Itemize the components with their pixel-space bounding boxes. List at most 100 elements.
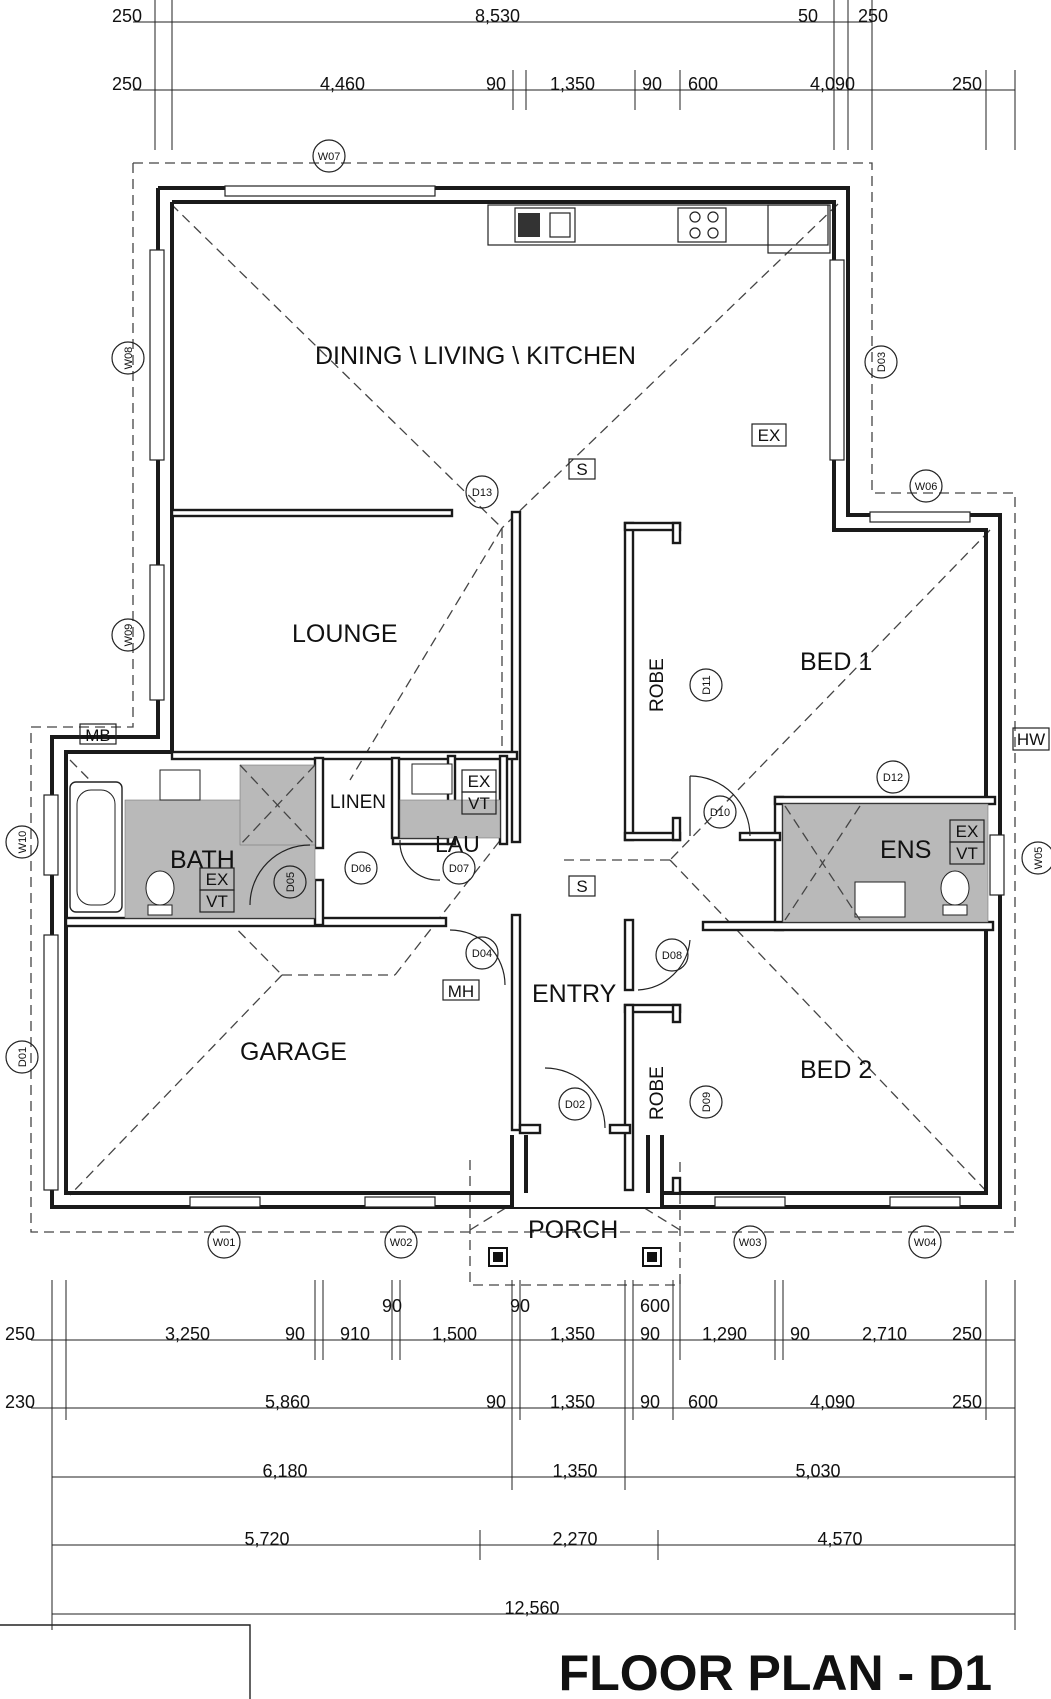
external-walls [50, 186, 1002, 1209]
tag-w09: W09 [123, 624, 135, 647]
tag-w01: W01 [213, 1237, 236, 1249]
dim-b1-3: 910 [340, 1324, 370, 1344]
dim-b2-3: 1,350 [550, 1392, 595, 1412]
room-dining-living-kitchen: DINING \ LIVING \ KITCHEN [315, 342, 636, 370]
dim-b1-0: 250 [5, 1324, 35, 1344]
dim-top2-7: 250 [952, 74, 982, 94]
wet-area-tiles [69, 763, 989, 923]
opening-tags: W07 W08 W09 W10 D01 W01 W02 W03 W04 W05 … [5, 139, 1051, 1259]
dim-top2-5: 600 [688, 74, 718, 94]
dim-b3-1: 1,350 [552, 1461, 597, 1481]
mh-label: MH [448, 982, 474, 1001]
dim-b4-1: 2,270 [552, 1529, 597, 1549]
dim-b2-7: 250 [952, 1392, 982, 1412]
dimensions-top: 250 8,530 50 250 250 4,460 90 1,350 90 6… [112, 0, 1016, 150]
room-porch: PORCH [528, 1216, 618, 1244]
room-garage: GARAGE [240, 1038, 347, 1066]
dim-top2-1: 4,460 [320, 74, 365, 94]
dim-b2-0: 230 [5, 1392, 35, 1412]
tag-w08: W08 [123, 347, 135, 370]
tag-d01: D01 [17, 1047, 29, 1067]
room-bed-2: BED 2 [800, 1056, 872, 1084]
dim-b3-0: 6,180 [262, 1461, 307, 1481]
room-robe-2: ROBE [647, 1066, 668, 1120]
dim-b2-2: 90 [486, 1392, 506, 1412]
dim-b3-2: 5,030 [795, 1461, 840, 1481]
dim-top1-0: 250 [112, 6, 142, 26]
tag-w03: W03 [739, 1237, 762, 1249]
tag-d08: D08 [662, 950, 682, 962]
tag-d05: D05 [285, 872, 297, 892]
tag-d07: D07 [449, 863, 469, 875]
room-entry: ENTRY [532, 980, 617, 1008]
dim-b1-upper-0: 90 [382, 1296, 402, 1316]
ex-label-ensuite: EX [956, 822, 979, 841]
dim-b1-5: 1,350 [550, 1324, 595, 1344]
dim-b2-6: 4,090 [810, 1392, 855, 1412]
ex-label-kitchen: EX [758, 426, 781, 445]
dim-b1-2: 90 [285, 1324, 305, 1344]
porch-posts [488, 1247, 662, 1267]
tag-d09: D09 [701, 1092, 713, 1112]
vt-label-bath: VT [206, 892, 228, 911]
dim-top1-2: 50 [798, 6, 818, 26]
dim-top1-3: 250 [858, 6, 888, 26]
smoke-alarm-hall: S [576, 877, 587, 896]
tag-w06: W06 [915, 481, 938, 493]
title-block: FLOOR PLAN - D1 [0, 1624, 992, 1699]
dim-top2-4: 90 [642, 74, 662, 94]
tag-w04: W04 [914, 1237, 937, 1249]
dim-b1-upper-2: 600 [640, 1296, 670, 1316]
dim-b2-5: 600 [688, 1392, 718, 1412]
tag-d10: D10 [710, 807, 730, 819]
dim-b2-1: 5,860 [265, 1392, 310, 1412]
smoke-alarm-living: S [576, 460, 587, 479]
dim-top1-1: 8,530 [475, 6, 520, 26]
tag-d12: D12 [883, 772, 903, 784]
dim-b5-0: 12,560 [504, 1598, 559, 1618]
tag-w05: W05 [1033, 847, 1045, 870]
dim-top2-6: 4,090 [810, 74, 855, 94]
dim-top2-0: 250 [112, 74, 142, 94]
roof-outline [30, 162, 1016, 1286]
room-labels: DINING \ LIVING \ KITCHEN LOUNGE BED 1 B… [170, 342, 931, 1244]
windows [43, 185, 1005, 1208]
tag-d04: D04 [472, 948, 492, 960]
room-ensuite: ENS [880, 836, 931, 864]
ex-label-laundry: EX [468, 772, 491, 791]
room-bed-1: BED 1 [800, 648, 872, 676]
tag-d02: D02 [565, 1099, 585, 1111]
hw-label: HW [1017, 730, 1045, 749]
ex-label-bath: EX [206, 870, 229, 889]
room-bath: BATH [170, 846, 235, 874]
dim-b4-0: 5,720 [244, 1529, 289, 1549]
vt-label-laundry: VT [468, 794, 490, 813]
dim-b4-2: 4,570 [817, 1529, 862, 1549]
dim-b2-4: 90 [640, 1392, 660, 1412]
tag-d13: D13 [472, 487, 492, 499]
mb-label: MB [85, 726, 111, 745]
dim-b1-upper-1: 90 [510, 1296, 530, 1316]
tag-w07: W07 [318, 151, 341, 163]
fixture-boxes: EX S S MB MH HW EX VT EX VT EX VT [79, 423, 1050, 1001]
room-robe-1: ROBE [647, 658, 668, 712]
kitchen-bench [487, 204, 831, 254]
dimensions-bottom: 90 90 600 250 3,250 90 910 1,500 1,350 9… [5, 1280, 1016, 1630]
tag-d03: D03 [876, 352, 888, 372]
tag-w10: W10 [17, 831, 29, 854]
dim-top2-2: 90 [486, 74, 506, 94]
dim-b1-6: 90 [640, 1324, 660, 1344]
tag-d11: D11 [701, 675, 713, 694]
tag-w02: W02 [390, 1237, 413, 1249]
room-lounge: LOUNGE [292, 620, 398, 648]
tag-d06: D06 [351, 863, 371, 875]
vt-label-ensuite: VT [956, 844, 978, 863]
door-swings [249, 775, 751, 1129]
dim-b1-7: 1,290 [702, 1324, 747, 1344]
room-linen: LINEN [330, 792, 386, 813]
dim-b1-8: 90 [790, 1324, 810, 1344]
dim-top2-3: 1,350 [550, 74, 595, 94]
dim-b1-4: 1,500 [432, 1324, 477, 1344]
dim-b1-10: 250 [952, 1324, 982, 1344]
